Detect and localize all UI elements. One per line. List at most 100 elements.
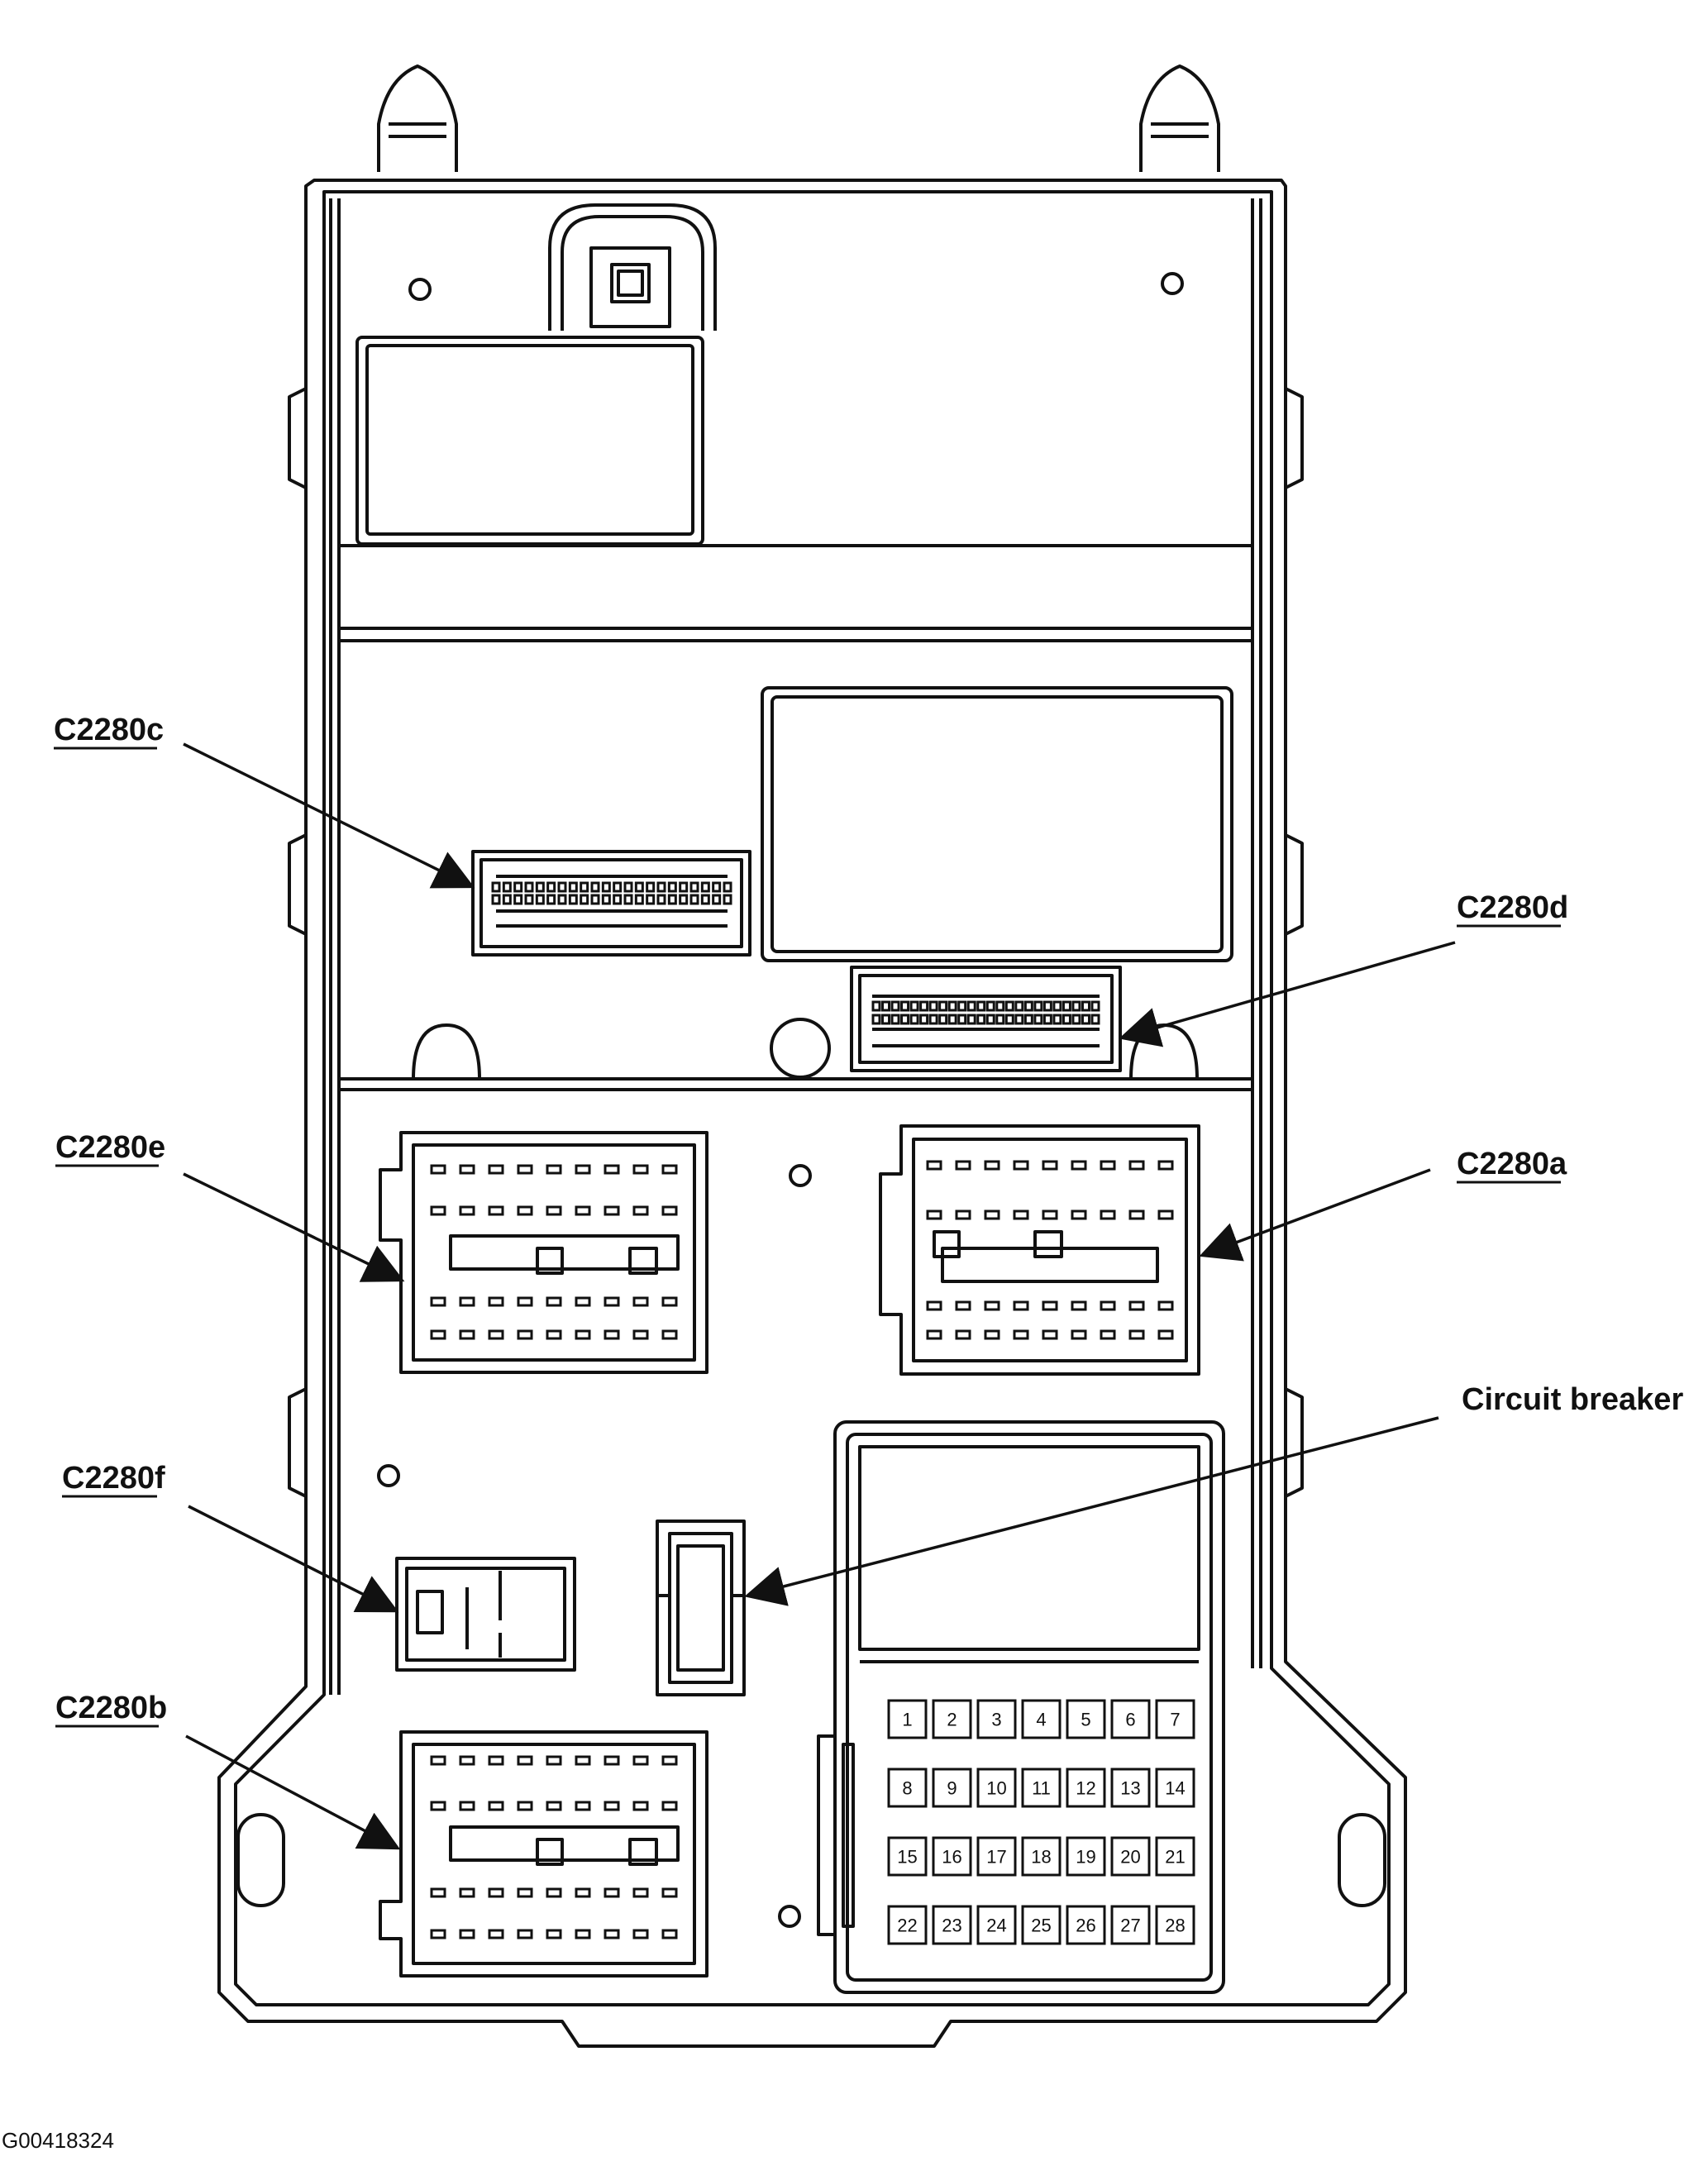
pin-c2280e bbox=[661, 1205, 678, 1216]
pin-c2280d bbox=[890, 1014, 900, 1025]
pin-c2280a bbox=[1042, 1329, 1058, 1340]
pin-c2280d bbox=[985, 1000, 995, 1012]
pin-c2280c bbox=[601, 881, 611, 893]
circuit-breaker bbox=[656, 1520, 746, 1696]
pin-c2280e bbox=[604, 1329, 620, 1340]
pin-c2280b bbox=[632, 1801, 649, 1811]
fuse-number: 26 bbox=[1076, 1916, 1095, 1936]
pin-c2280c bbox=[623, 881, 633, 893]
pin-c2280c bbox=[700, 881, 710, 893]
pin-c2280b bbox=[488, 1755, 504, 1766]
fuse-slot bbox=[887, 1699, 928, 1739]
pin-c2280a bbox=[1013, 1160, 1029, 1171]
fuse-slot bbox=[1021, 1699, 1062, 1739]
pin-c2280b bbox=[632, 1887, 649, 1898]
pin-c2280d bbox=[947, 1014, 957, 1025]
pin-c2280e bbox=[459, 1164, 475, 1175]
pin-c2280d bbox=[1033, 1000, 1043, 1012]
top-label-panel-inner bbox=[365, 344, 694, 536]
pin-c2280c bbox=[535, 894, 545, 905]
fuse-slot bbox=[932, 1699, 972, 1739]
fuse-number: 2 bbox=[947, 1710, 957, 1730]
pin-c2280c bbox=[634, 881, 644, 893]
fuse-number: 28 bbox=[1165, 1916, 1185, 1936]
pin-c2280d bbox=[928, 1014, 938, 1025]
pin-c2280a bbox=[926, 1329, 942, 1340]
pin-c2280c bbox=[689, 894, 699, 905]
pin-c2280a bbox=[1128, 1300, 1145, 1311]
fuse-slot bbox=[976, 1699, 1017, 1739]
pin-c2280d bbox=[919, 1000, 929, 1012]
mounting-hole bbox=[789, 1164, 812, 1187]
pin-c2280b bbox=[459, 1887, 475, 1898]
pin-c2280d bbox=[1004, 1014, 1014, 1025]
middle-label-panel bbox=[761, 686, 1233, 962]
pin-c2280e bbox=[488, 1296, 504, 1307]
pin-c2280b bbox=[546, 1929, 562, 1939]
pin-c2280a bbox=[955, 1300, 971, 1311]
fuse-slot bbox=[1110, 1699, 1151, 1739]
pin-c2280b bbox=[488, 1929, 504, 1939]
pin-c2280b bbox=[459, 1801, 475, 1811]
pin-c2280c bbox=[568, 881, 578, 893]
pin-c2280a bbox=[1128, 1329, 1145, 1340]
pin-c2280d bbox=[1062, 1000, 1071, 1012]
pin-c2280a bbox=[955, 1209, 971, 1220]
pin-c2280d bbox=[928, 1000, 938, 1012]
pin-c2280a bbox=[1128, 1209, 1145, 1220]
pin-c2280e bbox=[488, 1329, 504, 1340]
pin-c2280e bbox=[604, 1205, 620, 1216]
pin-c2280a bbox=[926, 1160, 942, 1171]
pin-c2280c bbox=[590, 894, 600, 905]
connector-pins bbox=[430, 881, 1174, 1939]
pin-c2280e bbox=[604, 1296, 620, 1307]
pin-c2280e bbox=[517, 1164, 533, 1175]
fuse-number: 22 bbox=[897, 1916, 917, 1936]
housing-inner-outline bbox=[234, 190, 1391, 2006]
pin-c2280a bbox=[984, 1160, 1000, 1171]
fuse-number: 24 bbox=[986, 1916, 1006, 1936]
pin-c2280c bbox=[613, 894, 623, 905]
fuse-slot bbox=[1155, 1836, 1195, 1877]
pin-c2280a bbox=[955, 1160, 971, 1171]
pin-c2280e bbox=[430, 1164, 446, 1175]
pin-c2280b bbox=[661, 1801, 678, 1811]
fuse-slot bbox=[1155, 1699, 1195, 1739]
connector-c2280a bbox=[879, 1124, 1200, 1376]
pin-c2280b bbox=[661, 1929, 678, 1939]
top-diagnostic-connector bbox=[548, 203, 717, 331]
connector-c2280b bbox=[379, 1730, 708, 1978]
pin-c2280d bbox=[871, 1014, 881, 1025]
pin-c2280b bbox=[517, 1801, 533, 1811]
pin-c2280b bbox=[459, 1755, 475, 1766]
label-c2280d: C2280d bbox=[1457, 890, 1568, 925]
fuse-number: 23 bbox=[942, 1916, 961, 1936]
inner-rails bbox=[329, 198, 1262, 1695]
pin-c2280d bbox=[909, 1000, 919, 1012]
leader-c2280d bbox=[1119, 941, 1456, 1047]
pin-c2280c bbox=[524, 894, 534, 905]
pin-c2280d bbox=[1014, 1000, 1024, 1012]
pin-c2280a bbox=[984, 1209, 1000, 1220]
pin-c2280d bbox=[1004, 1000, 1014, 1012]
fuse-slot bbox=[887, 1768, 928, 1808]
label-c2280b: C2280b bbox=[55, 1691, 167, 1725]
pin-c2280c bbox=[723, 894, 732, 905]
pin-c2280d bbox=[938, 1014, 948, 1025]
pin-c2280e bbox=[488, 1164, 504, 1175]
mounting-post-left bbox=[377, 64, 458, 172]
mounting-hole bbox=[408, 278, 432, 301]
leader-c2280a bbox=[1199, 1168, 1431, 1262]
pin-c2280e bbox=[546, 1329, 562, 1340]
pin-c2280a bbox=[1157, 1300, 1174, 1311]
pin-c2280a bbox=[1157, 1209, 1174, 1220]
connector-c2280f bbox=[395, 1557, 576, 1672]
figure-id: G00418324 bbox=[2, 2128, 114, 2153]
connector-c2280c bbox=[471, 850, 751, 957]
pin-c2280c bbox=[535, 881, 545, 893]
pin-c2280e bbox=[575, 1329, 591, 1340]
fuse-number: 1 bbox=[902, 1710, 912, 1730]
leader-c2280f bbox=[188, 1505, 399, 1613]
